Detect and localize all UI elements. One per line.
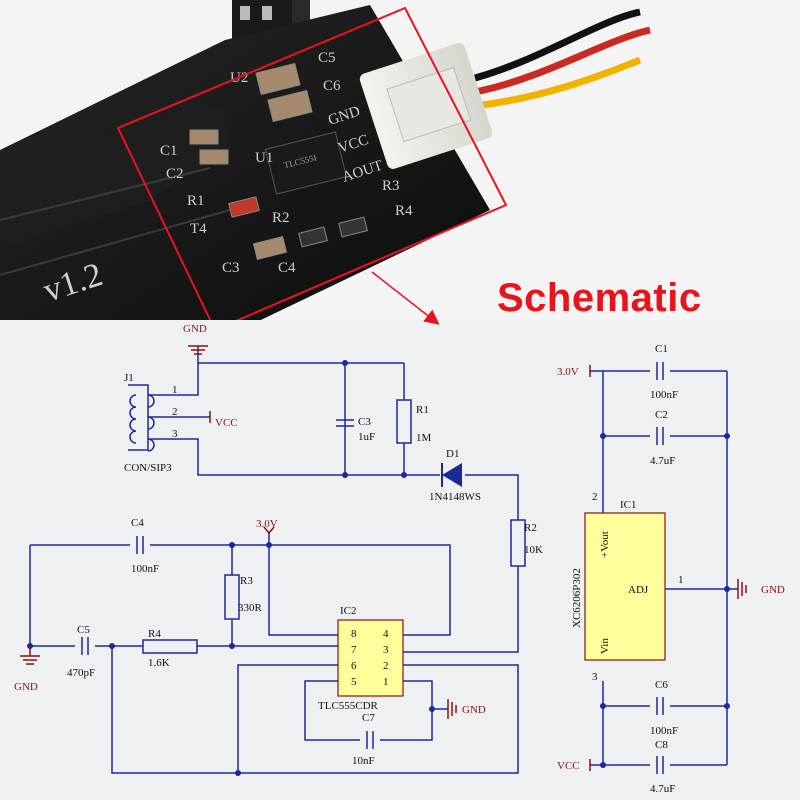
silk-u1: U1 xyxy=(255,150,273,166)
ic1-ref: IC1 xyxy=(620,499,637,511)
ic2-pin1: 1 xyxy=(383,676,389,688)
silk-r2: R2 xyxy=(272,210,290,226)
r1-symbol xyxy=(396,399,412,444)
j1-pin1: 1 xyxy=(172,384,178,396)
c3-ref: C3 xyxy=(358,416,371,428)
ic2-ref: IC2 xyxy=(340,605,357,617)
d1-ref: D1 xyxy=(446,448,459,460)
ic1-part: XC6206P302 xyxy=(571,568,583,628)
ic1-pin3-num: 3 xyxy=(592,671,598,683)
ic2-pin6: 6 xyxy=(351,660,357,672)
c6-ref: C6 xyxy=(655,679,668,691)
c5-value: 470pF xyxy=(67,667,95,679)
c1-value: 100nF xyxy=(650,389,678,401)
r3-value: 330R xyxy=(238,602,263,614)
c7-symbol xyxy=(366,731,374,749)
c4-ref: C4 xyxy=(131,517,144,529)
r1-ref: R1 xyxy=(416,404,429,416)
vcc-j1-label: VCC xyxy=(215,417,238,429)
silk-r3: R3 xyxy=(382,178,400,194)
ic1-pin2-num: 2 xyxy=(592,491,598,503)
c8-ref: C8 xyxy=(655,739,668,751)
c7-value: 10nF xyxy=(352,755,375,767)
r4-ref: R4 xyxy=(148,628,161,640)
r4-value: 1.6K xyxy=(148,657,170,669)
silk-r4: R4 xyxy=(395,203,413,219)
v30-right-label: 3.0V xyxy=(557,366,579,378)
d1-diode xyxy=(441,463,462,487)
r3-ref: R3 xyxy=(240,575,253,587)
silk-c6: C6 xyxy=(323,78,341,94)
ic2-body xyxy=(337,619,404,697)
ic2-pin3: 3 xyxy=(383,644,389,656)
ic1-vout: +Vout xyxy=(599,531,611,558)
c1-ref: C1 xyxy=(655,343,668,355)
silk-c2: C2 xyxy=(166,166,184,182)
j1-pin3: 3 xyxy=(172,428,178,440)
j1-connector xyxy=(128,384,182,452)
c2-symbol xyxy=(656,427,664,445)
gnd-left-label: GND xyxy=(14,681,38,693)
j1-value: CON/SIP3 xyxy=(124,462,172,474)
silk-c4: C4 xyxy=(278,260,296,276)
ic1-vin: Vin xyxy=(599,638,611,654)
j1-pin2: 2 xyxy=(172,406,178,418)
ic2-pin4: 4 xyxy=(383,628,389,640)
c6-value: 100nF xyxy=(650,725,678,737)
c6-symbol xyxy=(656,697,664,715)
r2-ref: R2 xyxy=(524,522,537,534)
ic2-pin2: 2 xyxy=(383,660,389,672)
ic2-pin7: 7 xyxy=(351,644,357,656)
ic1-adj: ADJ xyxy=(628,584,649,596)
silk-c3: C3 xyxy=(222,260,240,276)
c5-ref: C5 xyxy=(77,624,90,636)
c3-symbol xyxy=(336,419,354,427)
ic-chip xyxy=(264,131,348,195)
schematic-diagram: GND VCC 3.0V GND GND 3.0V GND VCC J1 1 2… xyxy=(14,323,785,795)
highlight-box xyxy=(116,6,508,330)
silk-r1: R1 xyxy=(187,193,205,209)
ic1-body xyxy=(584,512,666,661)
j1-ref: J1 xyxy=(124,372,134,384)
d1-value: 1N4148WS xyxy=(429,491,481,503)
silk-c1: C1 xyxy=(160,143,178,159)
junctions xyxy=(27,360,730,776)
c2-ref: C2 xyxy=(655,409,668,421)
c4-symbol xyxy=(136,536,144,554)
v30-mid-label: 3.0V xyxy=(256,518,278,530)
silk-t4: T4 xyxy=(190,221,207,237)
c8-symbol xyxy=(656,756,664,774)
ic2-pin5: 5 xyxy=(351,676,357,688)
c1-symbol xyxy=(656,362,664,380)
ic2-pin8: 8 xyxy=(351,628,357,640)
red-wire xyxy=(474,26,651,96)
r4-symbol xyxy=(142,639,198,654)
ground-symbols xyxy=(20,345,747,719)
gnd-reg-label: GND xyxy=(761,584,785,596)
c7-ref: C7 xyxy=(362,712,375,724)
black-wire xyxy=(474,8,641,82)
silk-c5: C5 xyxy=(318,50,336,66)
gnd-top-label: GND xyxy=(183,323,207,335)
c8-value: 4.7uF xyxy=(650,783,675,795)
yellow-wire xyxy=(474,56,642,110)
ic2-value: TLC555CDR xyxy=(318,700,379,712)
ic1-pin1-num: 1 xyxy=(678,574,684,586)
r2-value: 10K xyxy=(524,544,543,556)
c4-value: 100nF xyxy=(131,563,159,575)
c5-symbol xyxy=(81,637,89,655)
product-photo: v1.2 TLC555I U2 C5 C6 C1 C2 U1 R1 xyxy=(0,0,800,330)
sensor-board-photo: v1.2 TLC555I U2 C5 C6 C1 C2 U1 R1 xyxy=(0,0,651,330)
r2-symbol xyxy=(510,519,526,567)
c3-value: 1uF xyxy=(358,431,375,443)
r1-value: 1M xyxy=(416,432,432,444)
gnd-ic2-label: GND xyxy=(462,704,486,716)
vcc-reg-label: VCC xyxy=(557,760,580,772)
schematic-title: Schematic xyxy=(497,276,702,320)
schematic-area: GND VCC 3.0V GND GND 3.0V GND VCC J1 1 2… xyxy=(0,320,800,800)
r3-symbol xyxy=(224,574,240,620)
c2-value: 4.7uF xyxy=(650,455,675,467)
